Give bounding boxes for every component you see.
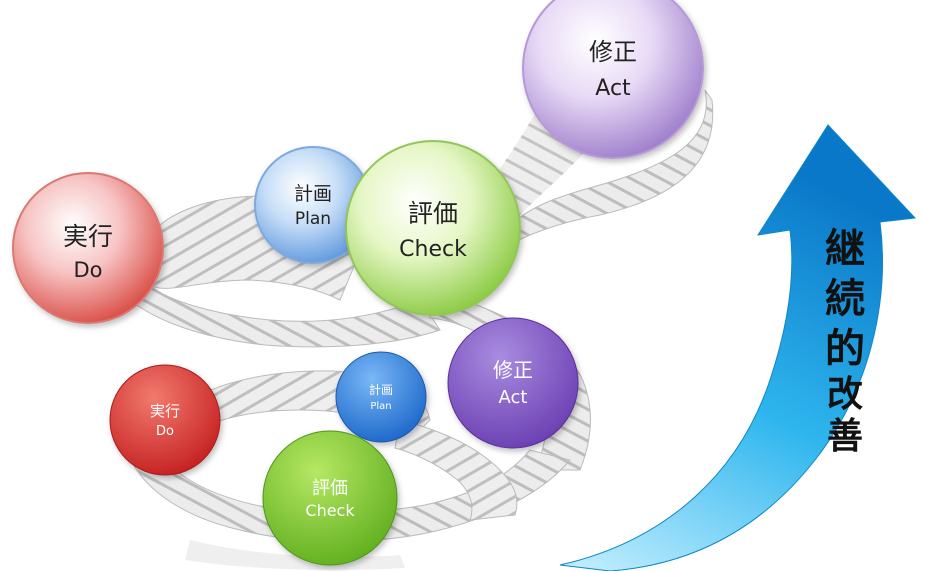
lower-check-node: 評価 Check [262,430,398,566]
improvement-arrow [559,124,917,571]
lower-act-node: 修正 Act [447,317,579,449]
lower-do-en: Do [156,424,174,439]
lower-do-node: 実行 Do [109,364,221,476]
upper-act-node: 修正 Act [522,0,704,159]
lower-plan-jp: 計画 [369,382,393,397]
upper-check-node: 評価 Check [345,140,521,316]
lower-do-jp: 実行 [150,402,180,420]
lower-check-jp: 評価 [312,478,348,499]
arrow-char-3: 的 [825,326,865,372]
upper-check-jp: 評価 [408,199,458,228]
upper-do-node: 実行 Do [12,172,164,324]
upper-act-jp: 修正 [589,38,637,66]
upper-plan-en: Plan [295,209,331,229]
lower-plan-en: Plan [370,401,391,412]
arrow-char-4: 改 [827,374,863,415]
lower-act-en: Act [499,387,528,408]
upper-do-en: Do [73,258,102,282]
upper-plan-node: 計画 Plan [254,146,372,264]
arrow-char-1: 継 [825,226,865,272]
arrow-vertical-label: 継 続 的 改 善 [825,226,865,457]
upper-check-en: Check [399,237,467,262]
upper-plan-jp: 計画 [294,183,332,205]
arrow-char-2: 続 [825,276,865,322]
upper-act-en: Act [595,76,631,101]
lower-check-en: Check [305,501,355,520]
lower-plan-node: 計画 Plan [335,351,427,443]
lower-act-jp: 修正 [493,358,533,382]
arrow-char-5: 善 [827,416,863,457]
upper-do-jp: 実行 [63,222,113,251]
